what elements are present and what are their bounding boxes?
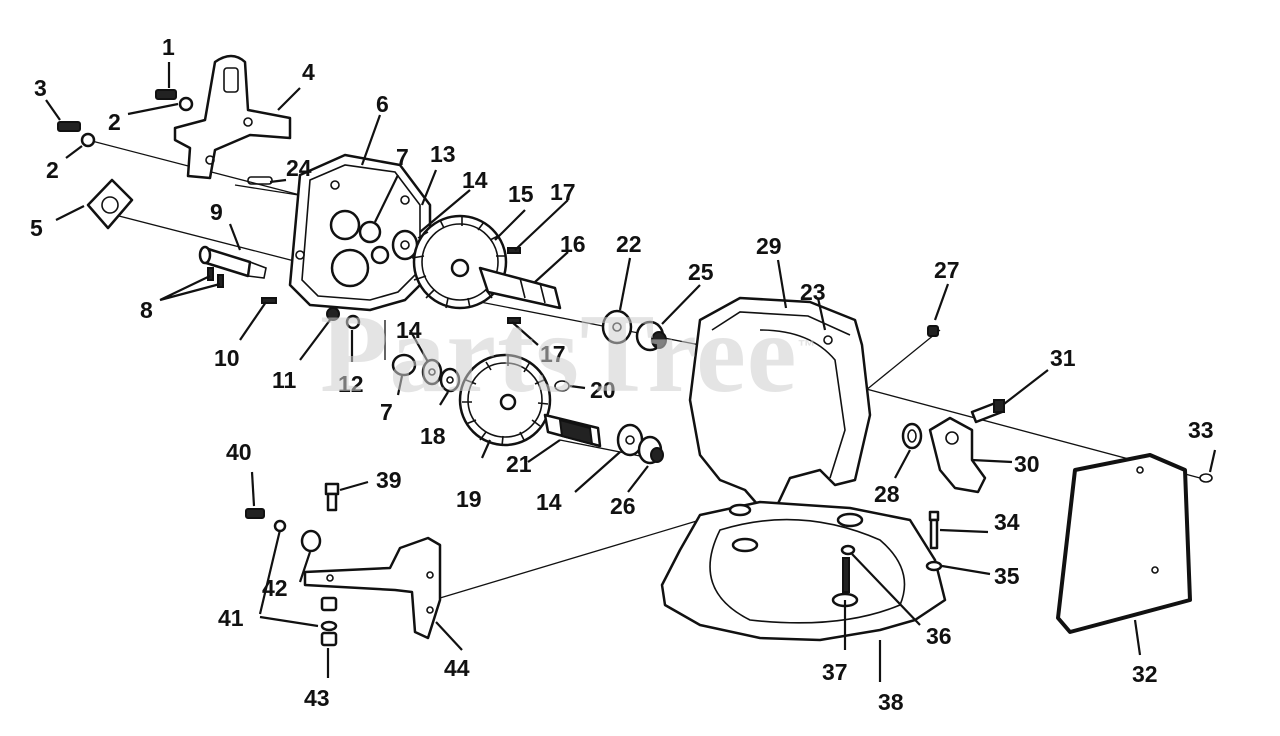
- nut-part-11: [326, 307, 340, 321]
- callout-27: 27: [934, 257, 960, 283]
- pins-part-8: [207, 267, 224, 288]
- callout-42: 42: [262, 575, 288, 601]
- callout-12: 12: [338, 371, 364, 397]
- callout-14: 14: [536, 489, 562, 515]
- pin-part-20: [554, 380, 570, 392]
- pin-part-17-lower: [507, 317, 521, 324]
- bushing-part-7-lower: [391, 353, 417, 377]
- callout-20: 20: [590, 377, 616, 403]
- gear-part-19: [458, 353, 552, 447]
- callout-8: 8: [140, 297, 153, 323]
- callout-33: 33: [1188, 417, 1214, 443]
- bolt-part-37: [842, 557, 850, 593]
- callout-14: 14: [462, 167, 488, 193]
- callout-34: 34: [994, 509, 1020, 535]
- leader-lines: [45, 62, 1217, 682]
- base-plate-part-38: [660, 500, 947, 642]
- nut-part-41-lower: [320, 596, 338, 632]
- washer-part-14-lower: [421, 358, 443, 386]
- nut-part-43: [320, 631, 338, 647]
- spacer-part-42: [300, 529, 322, 553]
- callout-7: 7: [396, 144, 409, 170]
- callout-19: 19: [456, 486, 482, 512]
- callout-2: 2: [108, 109, 121, 135]
- callout-25: 25: [688, 259, 714, 285]
- callout-43: 43: [304, 685, 330, 711]
- callout-28: 28: [874, 481, 900, 507]
- callout-40: 40: [226, 439, 252, 465]
- callout-35: 35: [994, 563, 1020, 589]
- bolt-part-39: [324, 482, 340, 512]
- callout-1: 1: [162, 34, 175, 60]
- callout-11: 11: [272, 367, 297, 393]
- callout-37: 37: [822, 659, 848, 685]
- callout-36: 36: [926, 623, 952, 649]
- pin-part-36: [840, 544, 856, 556]
- callout-labels: 1 2 2 3 4 5 6 7 7 8 9 10 11 12 13 14 14 …: [30, 34, 1214, 715]
- callout-15: 15: [508, 181, 534, 207]
- callout-22: 22: [616, 231, 642, 257]
- callout-14: 14: [396, 317, 422, 343]
- assembly-axis-lines: [87, 139, 1201, 599]
- callout-3: 3: [34, 75, 47, 101]
- gasket-plate-part-5: [86, 178, 134, 230]
- washer-part-22: [601, 309, 633, 345]
- callout-18: 18: [420, 423, 446, 449]
- pin-part-33: [1199, 473, 1213, 483]
- callout-17: 17: [550, 179, 576, 205]
- callout-23: 23: [800, 279, 826, 305]
- callout-41: 41: [218, 605, 244, 631]
- bolt-part-34: [928, 510, 940, 550]
- callout-2: 2: [46, 157, 59, 183]
- bolt-part-3: [57, 121, 96, 148]
- callout-7: 7: [380, 399, 393, 425]
- callout-32: 32: [1132, 661, 1158, 687]
- bracket-part-44: [303, 536, 442, 640]
- callout-29: 29: [756, 233, 782, 259]
- housing-part-29: [688, 296, 872, 512]
- gear-part-15: [411, 214, 508, 310]
- mounting-bracket-part-4: [173, 54, 292, 180]
- pin-part-17-upper: [507, 247, 521, 254]
- washer-part-18: [439, 367, 461, 393]
- screw-part-27: [927, 325, 939, 337]
- callout-38: 38: [878, 689, 904, 715]
- callout-39: 39: [376, 467, 402, 493]
- washer-part-41-upper: [273, 519, 287, 533]
- bolt-part-1: [155, 89, 194, 112]
- callout-30: 30: [1014, 451, 1040, 477]
- callout-10: 10: [214, 345, 240, 371]
- callout-6: 6: [376, 91, 389, 117]
- callout-24: 24: [286, 155, 312, 181]
- callout-5: 5: [30, 215, 43, 241]
- shaft-part-9: [198, 245, 267, 279]
- callout-17: 17: [540, 341, 566, 367]
- callout-9: 9: [210, 199, 223, 225]
- cover-part-32: [1056, 453, 1192, 634]
- bushing-part-7-upper: [358, 220, 382, 244]
- callout-44: 44: [444, 655, 470, 681]
- callout-13: 13: [430, 141, 456, 167]
- bolt-part-31: [970, 399, 1005, 424]
- callout-4: 4: [302, 59, 315, 85]
- callout-16: 16: [560, 231, 586, 257]
- callout-31: 31: [1050, 345, 1076, 371]
- bolt-part-40: [245, 508, 265, 519]
- bearing-part-25: [635, 320, 667, 352]
- key-part-10: [261, 297, 277, 304]
- bearing-part-26: [637, 435, 664, 465]
- shaft-part-16: [478, 266, 562, 310]
- seal-part-28: [901, 422, 923, 450]
- callout-21: 21: [506, 451, 532, 477]
- pinion-shaft-part-21: [543, 413, 602, 448]
- callout-26: 26: [610, 493, 636, 519]
- washer-part-12: [345, 314, 361, 330]
- slot-part-24: [247, 176, 273, 185]
- washer-part-14-upper: [391, 229, 419, 261]
- washer-part-35: [925, 560, 943, 572]
- crank-part-30: [928, 416, 987, 494]
